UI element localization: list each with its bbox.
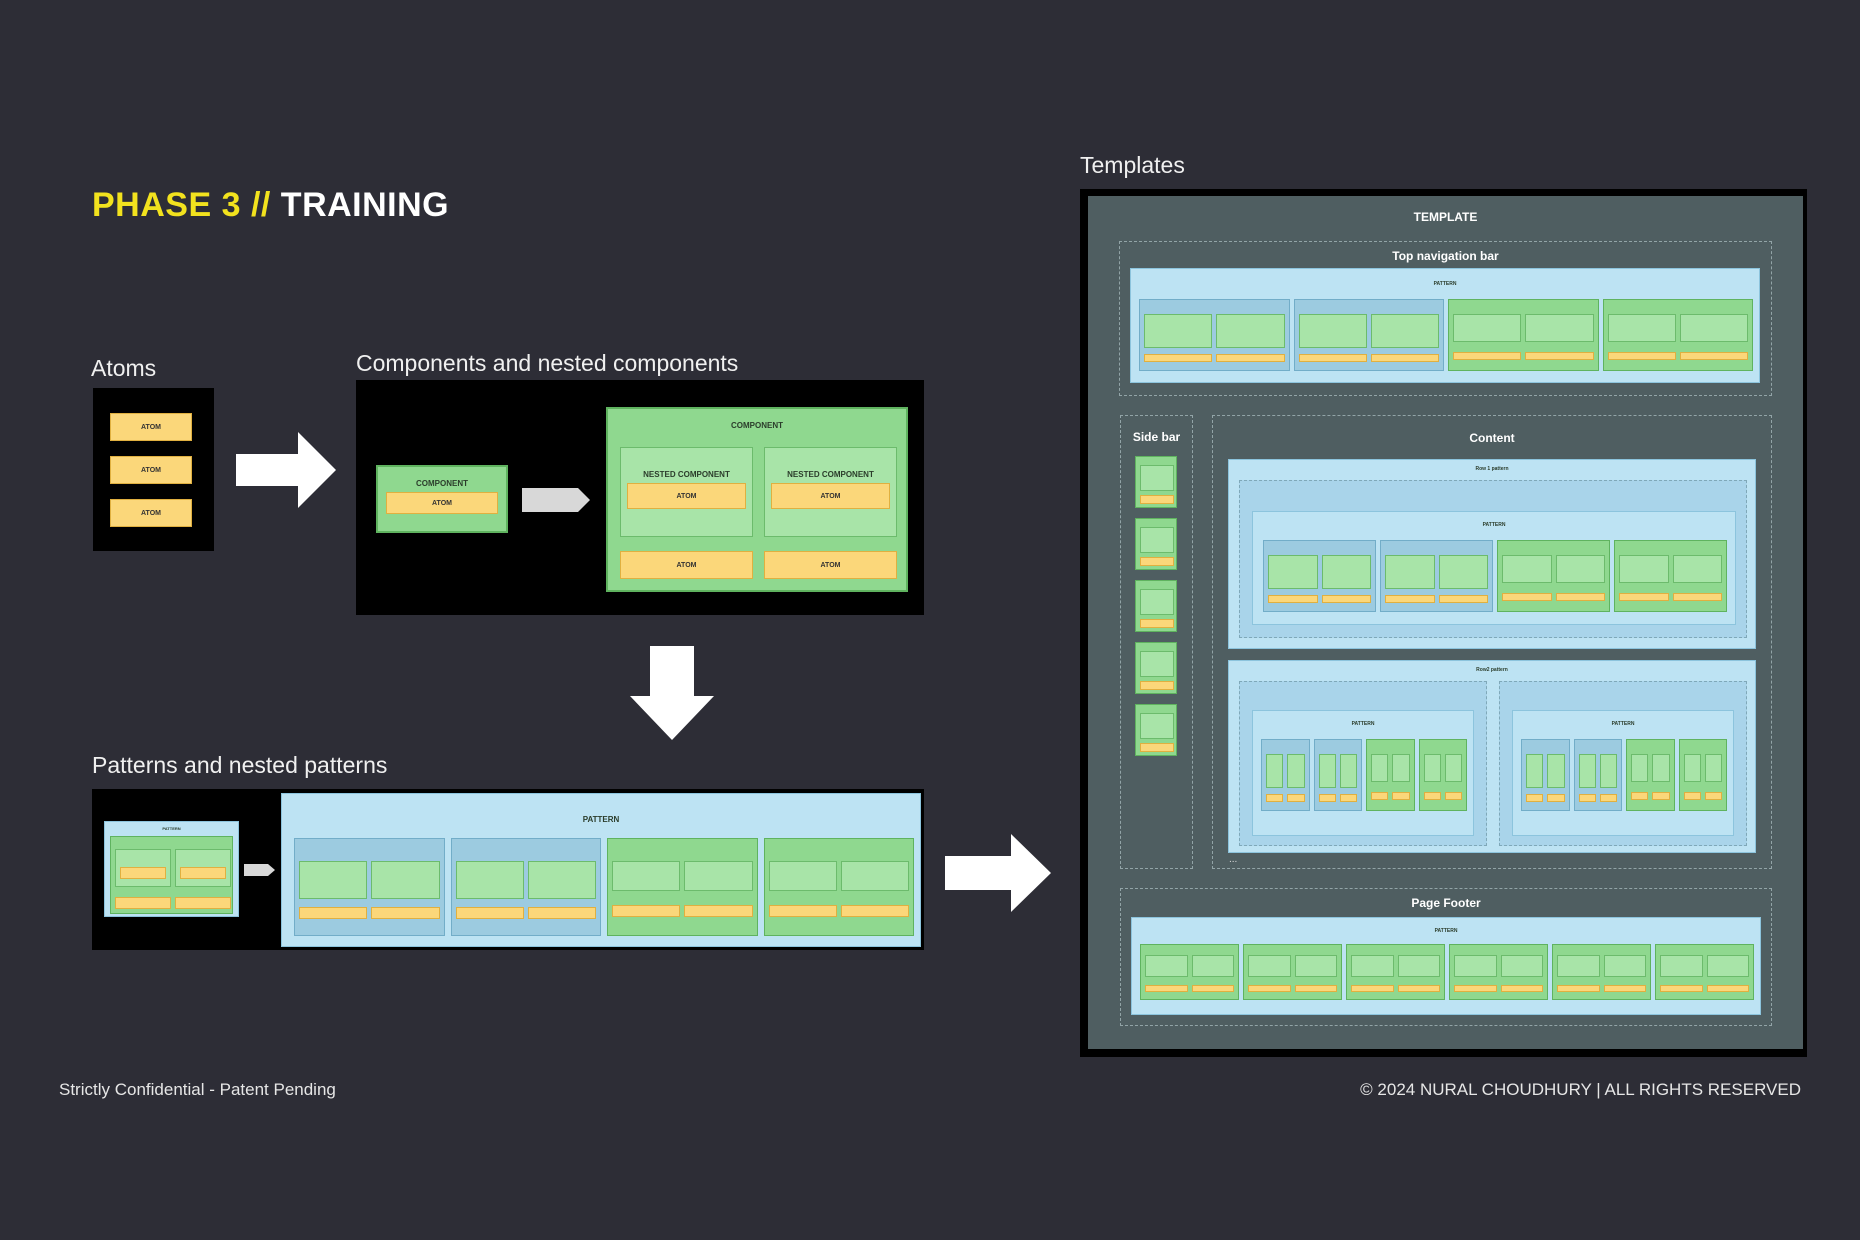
component-2 [763, 838, 914, 936]
title-phase: PHASE 3 // [92, 186, 271, 224]
template-frame: TEMPLATE Top navigation bar PATTERN Side… [1080, 189, 1807, 1057]
arrow-right-small-icon [522, 488, 590, 512]
atom-2: ATOM [110, 456, 192, 484]
pattern-example: PATTERN [104, 821, 239, 917]
arrow-right-icon [236, 432, 336, 508]
confidential-note: Strictly Confidential - Patent Pending [59, 1080, 336, 1099]
row2-col2-pattern: PATTERN [1512, 710, 1734, 836]
top-nav-pattern: PATTERN [1130, 268, 1760, 383]
components-heading: Components and nested components [356, 350, 739, 376]
component [110, 836, 233, 914]
sidebar-label: Side bar [1132, 430, 1181, 444]
content-label: Content [1469, 431, 1515, 445]
pattern-label: PATTERN [162, 826, 181, 831]
content-ellipsis: ... [1229, 854, 1238, 865]
component-with-nested: COMPONENT NESTED COMPONENT ATOM NESTED C… [606, 407, 908, 592]
component-label: COMPONENT [731, 421, 783, 430]
pattern-label: PATTERN [1351, 721, 1375, 727]
pattern-children [294, 838, 914, 936]
sidebar-component [1135, 642, 1177, 694]
top-nav-label: Top navigation bar [1392, 249, 1499, 263]
component-example: COMPONENT ATOM [376, 465, 508, 533]
sidebar-component [1135, 456, 1177, 508]
pattern-label: PATTERN [1482, 522, 1506, 528]
pattern-label: PATTERN [1433, 281, 1457, 287]
row2-column-1: PATTERN [1239, 681, 1487, 846]
arrow-right-icon [945, 834, 1051, 912]
nested-component-label: NESTED COMPONENT [787, 470, 874, 479]
page-footer-region: Page Footer PATTERN [1120, 888, 1772, 1026]
sidebar-region: Side bar [1120, 415, 1193, 869]
patterns-panel: PATTERN PATTERN [92, 789, 924, 950]
template: TEMPLATE Top navigation bar PATTERN Side… [1088, 196, 1803, 1049]
pattern-with-nested: PATTERN [281, 793, 921, 947]
nested-pattern-1 [294, 838, 445, 936]
nested-pattern-2 [450, 838, 601, 936]
top-nav-region: Top navigation bar PATTERN [1119, 241, 1772, 396]
atom-3: ATOM [110, 499, 192, 527]
row2-pattern: Row2 pattern PATTERN PATTERN [1228, 660, 1756, 853]
row1-column: PATTERN [1239, 480, 1747, 638]
template-title: TEMPLATE [1413, 210, 1478, 224]
page-footer-label: Page Footer [1411, 896, 1481, 910]
row2-column-2: PATTERN [1499, 681, 1747, 846]
component-1 [607, 838, 758, 936]
copyright-note: © 2024 NURAL CHOUDHURY | ALL RIGHTS RESE… [1360, 1080, 1801, 1099]
nested-component-label: NESTED COMPONENT [643, 470, 730, 479]
row1-pattern: Row 1 pattern PATTERN [1228, 459, 1756, 649]
pattern-label: PATTERN [582, 815, 620, 824]
atom: ATOM [764, 551, 897, 579]
nested-component-2: NESTED COMPONENT ATOM [764, 447, 897, 537]
nested-component-1: NESTED COMPONENT ATOM [620, 447, 753, 537]
atom: ATOM [620, 551, 753, 579]
pattern-label: PATTERN [1611, 721, 1635, 727]
footer-pattern: PATTERN [1131, 917, 1761, 1015]
atom: ATOM [627, 483, 746, 509]
row1-inner-pattern: PATTERN [1252, 511, 1736, 625]
atom-1: ATOM [110, 413, 192, 441]
arrow-down-icon [630, 646, 714, 740]
atom: ATOM [386, 492, 498, 514]
sidebar-component [1135, 518, 1177, 570]
atom: ATOM [771, 483, 890, 509]
components-panel: COMPONENT ATOM COMPONENT NESTED COMPONEN… [356, 380, 924, 615]
pattern-label: PATTERN [1434, 928, 1458, 934]
atoms-panel: ATOM ATOM ATOM [93, 388, 214, 551]
arrow-right-small-icon [244, 864, 275, 876]
page-title: PHASE 3 // TRAINING [92, 186, 449, 225]
row1-label: Row 1 pattern [1475, 466, 1509, 472]
sidebar-component [1135, 580, 1177, 632]
atoms-heading: Atoms [91, 355, 157, 381]
row2-col1-pattern: PATTERN [1252, 710, 1474, 836]
content-region: Content Row 1 pattern PATTERN [1212, 415, 1772, 869]
sidebar-component [1135, 704, 1177, 756]
patterns-heading: Patterns and nested patterns [92, 752, 388, 778]
component-label: COMPONENT [416, 479, 468, 488]
row2-label: Row2 pattern [1476, 667, 1508, 673]
templates-heading: Templates [1080, 152, 1185, 178]
title-training: TRAINING [280, 186, 450, 224]
